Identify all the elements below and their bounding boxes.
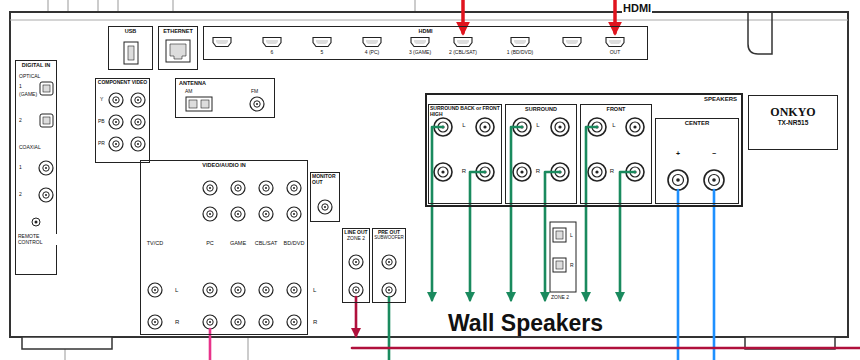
panel-heading: DIGITAL IN [21,62,52,68]
channel-label: R [609,168,615,175]
panel-heading: VIDEO/AUDIO IN [201,162,246,168]
output-panel: MONITOR OUT [310,172,340,222]
usb-ethernet-ports [124,40,190,64]
polarity-label: − [711,150,717,158]
jack-label: 6 [270,50,275,56]
speaker-group: SURROUND [505,104,577,204]
video-audio-jacks [148,181,396,329]
jack-label: GAME [229,240,247,246]
channel-label: R [461,168,467,175]
port-panel: USB [108,26,153,70]
destination-label: Wall Speakers [447,311,604,336]
panel-subheading: SUBWOOFER [373,236,405,241]
panel-subheading: TX-NR515 [777,119,810,126]
panel-heading: ETHERNET [162,28,194,34]
panel-heading: FRONT [606,106,627,112]
jack-label: OPTICAL [18,74,41,80]
panel-heading: MONITOR OUT [311,174,339,185]
model-plate: ONKYOTX-NR515 [748,95,838,150]
jack-label: COAXIAL [18,145,42,151]
jack-label: Y [99,97,104,103]
channel-label: L [535,122,540,129]
hdmi-jacks [213,38,624,47]
callout-label: HDMI [622,2,652,14]
jack-label: 1 (BD/DVD) [506,50,534,56]
digital-in-jacks [32,82,53,226]
jack-label: OUT [609,50,622,56]
jack-number: 1 [18,84,23,90]
chassis [10,12,848,349]
panel-heading: SURROUND [524,106,558,112]
speaker-terminals [434,118,724,292]
polarity-label: + [675,150,681,158]
jack-label: FM [250,89,259,95]
panel-subheading: ZONE 2 [346,236,366,242]
jack-number: 2 [18,118,23,124]
jack-label: TV/CD [146,240,165,246]
jack-label: PC [205,240,215,246]
channel-label: L [312,287,317,294]
channel-label: R [569,263,575,269]
jack-label: CBL/SAT [254,240,279,246]
panel-heading: SPEAKERS [703,96,738,103]
jack-label: 4 (PC) [364,50,380,56]
panel-heading: HDMI [417,28,433,34]
jack-label: PB [97,119,106,125]
output-panel: LINE OUTZONE 2 [342,228,370,303]
channel-label: R [174,319,180,326]
component-antenna-jacks [109,93,264,151]
panel-heading: USB [124,28,138,34]
speaker-group: FRONT [580,104,652,204]
panel-heading: SURROUND BACK or FRONT HIGH [429,106,501,117]
speaker-group: SURROUND BACK or FRONT HIGH [428,104,502,204]
panel-heading: ONKYO [769,106,816,119]
jack-label: 2 (CBL/SAT) [448,50,478,56]
jack-label: ZONE 2 [550,295,570,301]
jack-label: REMOTE CONTROL [17,234,57,245]
panel-heading: ANTENNA [178,80,207,86]
speaker-group: CENTER [655,118,739,204]
jack-label: 3 (GAME) [408,50,432,56]
output-panel: PRE OUTSUBWOOFER [372,228,406,303]
jack-label: 5 [320,50,325,56]
jack-number: 1 [18,165,23,171]
jack-label: BD/DVD [283,240,306,246]
panel-heading: CENTER [684,120,711,127]
channel-label: L [174,287,179,294]
jack-label: (GAME) [18,92,38,98]
jack-label: PR [97,141,106,147]
input-panel: VIDEO/AUDIO IN [140,160,308,335]
channel-label: R [312,319,318,326]
jack-label: AM [184,89,194,95]
panel-heading: COMPONENT VIDEO [97,80,148,86]
channel-label: L [461,122,466,129]
channel-label: R [535,168,541,175]
jack-number: 2 [18,192,23,198]
speaker-panel: SPEAKERS SURROUND BACK or FRONT HIGH SURRO… [425,93,743,207]
channel-label: L [611,122,616,129]
input-panel: ANTENNA [175,78,275,118]
channel-label: L [569,233,574,239]
port-panel: ETHERNET [158,26,198,70]
